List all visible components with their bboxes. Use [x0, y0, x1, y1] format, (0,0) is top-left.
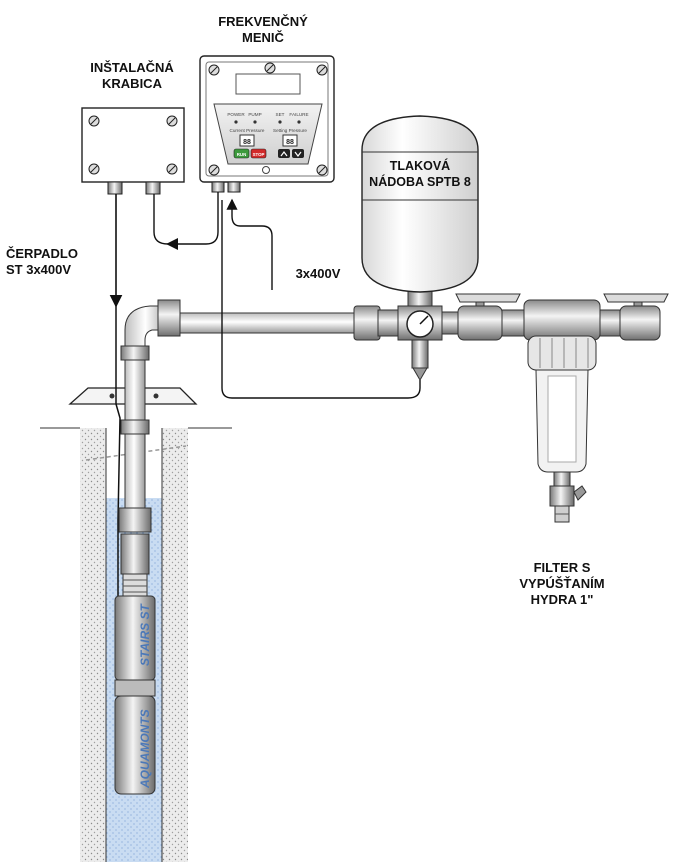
wire-inverter-to-box: [153, 192, 219, 245]
label-setting-pressure: Setting Pressure: [273, 128, 307, 133]
voltage-label: 3x400V: [288, 266, 348, 282]
pipe-union-2: [377, 309, 401, 337]
tank-label-line-2: NÁDOBA SPTB 8: [369, 175, 471, 189]
riser-coupling-top: [120, 345, 150, 361]
inverter-logo-icon: [262, 166, 270, 174]
pump-motor: [114, 695, 156, 795]
tank-label: TLAKOVÁ NÁDOBA SPTB 8: [362, 158, 478, 190]
main-pipe: [179, 312, 357, 334]
inverter-label: FREKVENČNÝ MENIČ: [208, 14, 318, 46]
filter-label-line-3: HYDRA 1": [530, 592, 594, 607]
pipe-nipple-2: [501, 309, 525, 337]
led-set: [278, 120, 282, 124]
pump-label: ČERPADLO ST 3x400V: [6, 246, 102, 278]
pump-cable: [115, 300, 121, 700]
well-cap-bolt-left: [109, 393, 115, 399]
inverter-label-line-2: MENIČ: [242, 30, 284, 45]
riser-pipe: [124, 343, 146, 531]
led-label-failure: FAILURE: [289, 112, 308, 117]
led-pump: [253, 120, 257, 124]
wiring: [109, 192, 421, 399]
screw-icon: [88, 115, 178, 175]
led-label-power: POWER: [227, 112, 245, 117]
filter-label-line-1: FILTER S: [533, 560, 591, 575]
tank-label-line-1: TLAKOVÁ: [389, 159, 451, 173]
up-button[interactable]: [278, 149, 290, 158]
pipe-nipple-3: [599, 309, 621, 337]
inverter-label-line-1: FREKVENČNÝ: [218, 14, 308, 29]
filter-drain-valve: [549, 485, 575, 507]
pressure-sensor-tip: [412, 367, 428, 381]
led-failure: [297, 120, 301, 124]
tank-body: [361, 115, 479, 293]
junction-box-label-line-1: INŠTALAČNÁ: [90, 60, 174, 75]
riser-coupling-mid: [120, 419, 150, 435]
inverter-window: [235, 73, 301, 95]
pump-text-lower: AQUAMONTS: [138, 709, 152, 789]
run-button-label: RUN: [237, 152, 247, 157]
display-current-pressure: [239, 134, 255, 147]
ball-valve-2-body: [619, 305, 661, 341]
display-setting-value: 88: [286, 139, 294, 146]
led-label-set: SET: [276, 112, 285, 117]
pump-label-line-2: ST 3x400V: [6, 262, 72, 277]
inverter-cable-gland-right: [227, 181, 241, 193]
well-cap-bolt-right: [153, 393, 159, 399]
pipe-network: [124, 289, 669, 523]
stop-button[interactable]: [250, 148, 267, 159]
filter-head: [523, 299, 601, 341]
pump-text-upper: STAIRS ST: [138, 603, 152, 666]
cable-gland-right: [145, 181, 161, 195]
ball-valve-1-handle[interactable]: [455, 293, 521, 303]
led-power: [234, 120, 238, 124]
label-current-pressure: Current Pressure: [230, 128, 265, 133]
pump-intake: [122, 573, 148, 597]
ground-left: [80, 428, 106, 862]
filter-cartridge: [547, 375, 577, 463]
chevron-down-icon: [294, 151, 302, 157]
display-setting-pressure: [282, 134, 298, 147]
junction-box: [81, 107, 185, 195]
pressure-tank: [361, 115, 479, 293]
inverter-cable-gland-left: [211, 181, 225, 193]
filter-ring: [527, 335, 597, 371]
pump-check-valve: [118, 507, 152, 533]
well: STAIRS ST AQUAMONTS: [40, 300, 232, 862]
voltage-label-text: 3x400V: [295, 266, 341, 281]
filter-drain-handle[interactable]: [573, 485, 587, 501]
pump-label-line-1: ČERPADLO: [6, 246, 78, 261]
led-label-pump: PUMP: [248, 112, 261, 117]
cable-gland-left: [107, 181, 123, 195]
inverter-inner: [205, 61, 329, 177]
pipe-nipple-1: [441, 311, 459, 335]
ball-valve-1-body: [457, 305, 503, 341]
filter-drain-neck: [553, 471, 571, 487]
frequency-inverter: POWER PUMP SET FAILURE Current Pressure …: [199, 55, 335, 193]
run-button[interactable]: [233, 148, 250, 159]
pump-outlet: [120, 533, 150, 575]
stop-button-label: STOP: [253, 152, 265, 157]
filter-label: FILTER S VYPÚŠŤANÍM HYDRA 1": [508, 560, 616, 608]
wire-arrow-to-box: [166, 238, 178, 250]
junction-box-label: INŠTALAČNÁ KRABICA: [72, 60, 192, 92]
pressure-sensor: [411, 339, 429, 369]
pump-joint: [114, 679, 156, 697]
ball-valve-2-handle[interactable]: [603, 293, 669, 303]
elbow-coupling: [157, 299, 181, 337]
pipe-union-1: [353, 305, 381, 341]
screw-icon: [208, 62, 328, 176]
ground-right: [162, 428, 188, 862]
display-current-value: 88: [243, 139, 251, 146]
wire-power-supply: [226, 198, 273, 290]
wire-sensor-signal: [221, 200, 421, 399]
chevron-up-icon: [280, 151, 288, 157]
down-button[interactable]: [292, 149, 304, 158]
junction-box-label-line-2: KRABICA: [102, 76, 162, 91]
filter-label-line-2: VYPÚŠŤANÍM: [519, 576, 605, 591]
pressure-gauge-needle: [419, 315, 429, 325]
